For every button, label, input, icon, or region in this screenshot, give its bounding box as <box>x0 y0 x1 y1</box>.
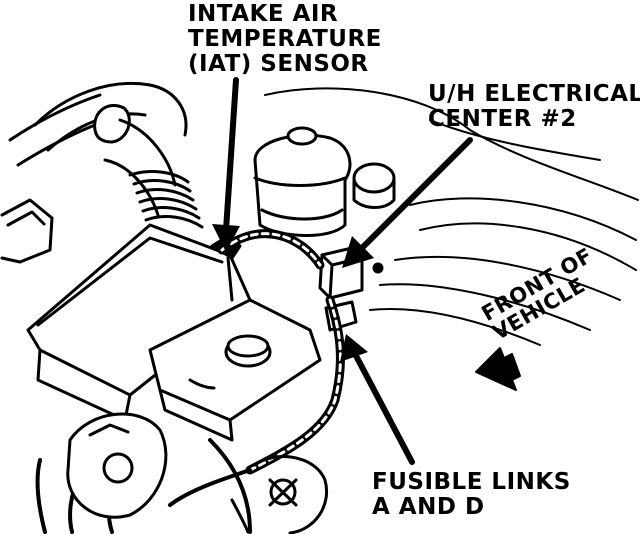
uh-center-arrowhead <box>342 236 374 268</box>
fusible-links-callout-line2: A AND D <box>372 494 485 520</box>
fusible-links-arrowhead <box>340 334 368 362</box>
fusible-links-callout-line1: FUSIBLE LINKS <box>372 469 571 495</box>
iat-sensor-arrow <box>223 77 239 233</box>
master-cylinder <box>253 126 352 237</box>
wiring-harness-outline <box>220 232 342 472</box>
uh-center-callout: U/H ELECTRICAL CENTER #2 <box>428 82 640 132</box>
uh-center-arrow <box>357 137 473 253</box>
alternator <box>66 412 328 534</box>
uh-center-callout-line2: CENTER #2 <box>428 106 577 132</box>
intake-duct <box>33 81 204 229</box>
front-of-vehicle-arrow <box>475 347 521 391</box>
iat-sensor-callout: INTAKE AIR TEMPERATURE (IAT) SENSOR <box>188 2 382 77</box>
fusible-links-arrow <box>351 349 415 465</box>
left-panel <box>0 93 110 264</box>
iat-sensor-arrowhead <box>212 224 240 252</box>
coolant-reservoir <box>148 298 322 442</box>
fender-contours <box>264 87 639 346</box>
iat-sensor-callout-line3: (IAT) SENSOR <box>188 51 369 77</box>
iat-sensor-callout-line1: INTAKE AIR <box>188 1 339 27</box>
iat-sensor-callout-line2: TEMPERATURE <box>188 26 382 52</box>
reservoir-cap <box>352 162 396 209</box>
fusible-links-callout: FUSIBLE LINKS A AND D <box>372 470 571 520</box>
uh-center-callout-line1: U/H ELECTRICAL <box>428 81 640 107</box>
